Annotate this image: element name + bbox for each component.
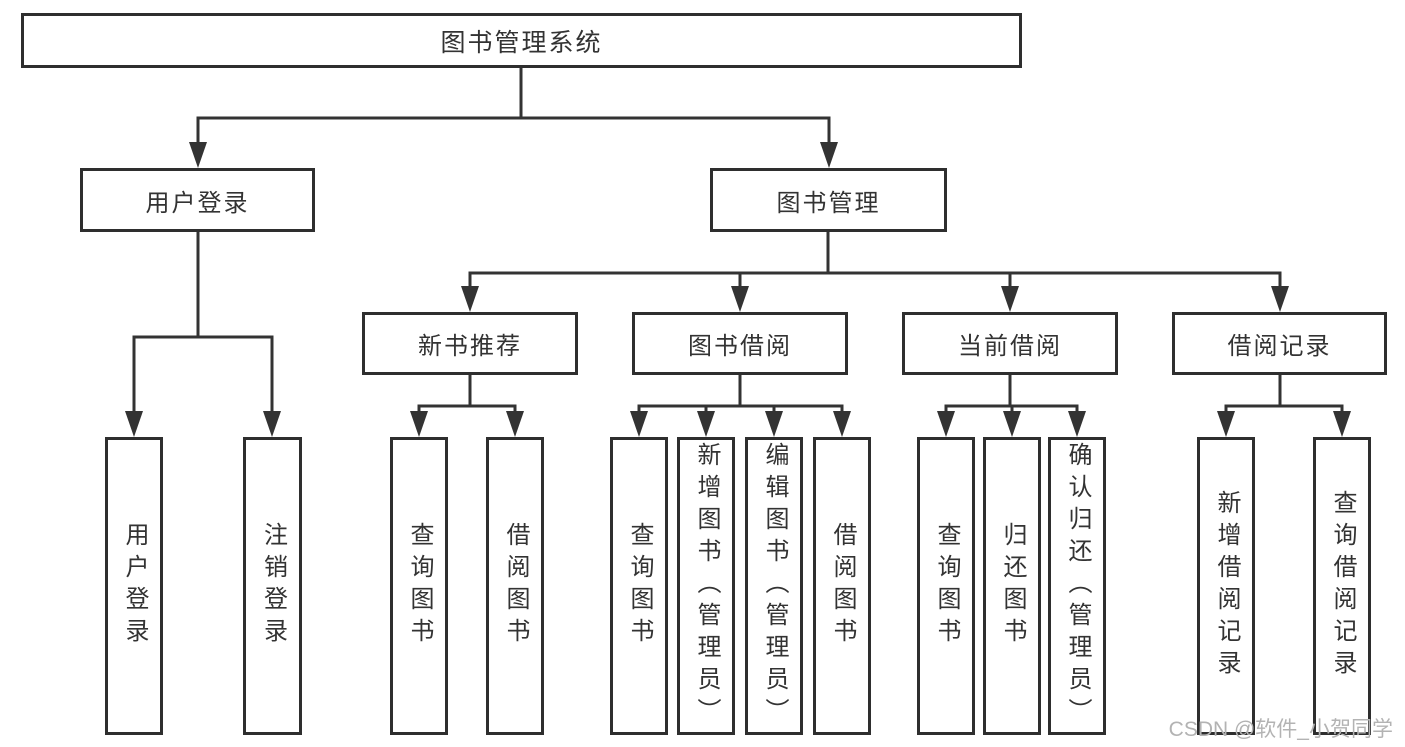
leaf-logout: 注销登录 [243,437,302,735]
leaf-add-books-admin: 新增图书（管理员） [677,437,735,735]
node-book-borrowing: 图书借阅 [632,312,848,375]
leaf-confirm-return-admin: 确认归还（管理员） [1048,437,1106,735]
leaf-user-login: 用户登录 [105,437,163,735]
node-user-login: 用户登录 [80,168,315,232]
leaf-query-books-borrowing: 查询图书 [610,437,668,735]
node-borrowing-records: 借阅记录 [1172,312,1387,375]
leaf-query-books-current: 查询图书 [917,437,975,735]
leaf-add-borrow-record: 新增借阅记录 [1197,437,1255,735]
leaf-label: 查询图书 [626,522,653,650]
csdn-watermark: CSDN @软件_小贺同学 [1168,718,1393,741]
node-book-management: 图书管理 [710,168,947,232]
node-label: 图书借阅 [688,333,792,360]
leaf-edit-books-admin: 编辑图书（管理员） [745,437,803,735]
leaf-label: 编辑图书（管理员） [761,442,788,730]
leaf-borrow-books-recommend: 借阅图书 [486,437,544,735]
leaf-label: 注销登录 [259,522,287,650]
leaf-borrow-books-borrowing: 借阅图书 [813,437,871,735]
leaf-return-books: 归还图书 [983,437,1041,735]
leaf-label: 借阅图书 [829,522,856,650]
leaf-query-borrow-record: 查询借阅记录 [1313,437,1371,735]
leaf-label: 查询图书 [933,522,960,650]
leaf-label: 新增借阅记录 [1213,490,1240,682]
leaf-label: 用户登录 [121,522,148,650]
leaf-label: 查询借阅记录 [1329,490,1356,682]
node-label: 当前借阅 [958,333,1062,360]
leaf-label: 归还图书 [999,522,1026,650]
node-label: 用户登录 [145,189,250,217]
node-library-management-system: 图书管理系统 [21,13,1022,68]
node-label: 新书推荐 [418,333,522,360]
leaf-label: 借阅图书 [502,522,529,650]
leaf-label: 查询图书 [406,522,433,650]
leaf-label: 新增图书（管理员） [693,442,720,730]
arrowheads [125,142,1351,437]
leaf-label: 确认归还（管理员） [1064,442,1091,730]
node-label: 图书管理 [776,189,881,217]
leaf-query-books-recommend: 查询图书 [390,437,448,735]
node-label: 借阅记录 [1227,333,1332,360]
node-label: 图书管理系统 [440,28,603,57]
node-new-book-recommendation: 新书推荐 [362,312,578,375]
node-current-borrowing: 当前借阅 [902,312,1118,375]
